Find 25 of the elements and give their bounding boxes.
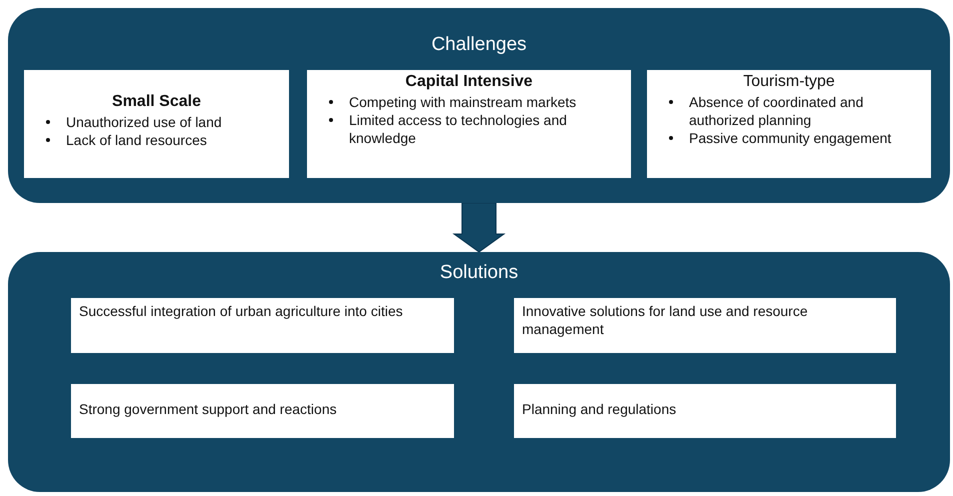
bullet-item: Absence of coordinated and authorized planning [689, 92, 923, 130]
card-text: Strong government support and reactions [79, 400, 338, 418]
card-heading: Capital Intensive [404, 72, 534, 92]
bullet-item: Limited access to technologies and knowledge [349, 110, 599, 148]
card-text: Planning and regulations [522, 400, 678, 418]
bullet-item: Lack of land resources [66, 130, 281, 150]
block-arrow [452, 202, 506, 253]
text-card [71, 298, 454, 353]
section-title: Solutions [438, 262, 520, 284]
bullet-item: Competing with mainstream markets [349, 92, 599, 111]
text-card [24, 70, 289, 178]
bullet-item: Passive community engagement [689, 129, 923, 148]
card-heading: Tourism-type [742, 72, 836, 92]
section-panel [8, 8, 950, 203]
card-heading: Small Scale [111, 92, 202, 112]
text-card [307, 70, 631, 178]
text-card [71, 384, 454, 438]
section-title: Challenges [430, 34, 528, 56]
text-card [514, 384, 896, 438]
text-card [647, 70, 931, 178]
bullet-item: Unauthorized use of land [66, 112, 281, 131]
card-text: Successful integration of urban agriculture into cities [79, 302, 404, 320]
section-panel [8, 252, 950, 492]
card-text: Innovative solutions for land use and resource management [522, 302, 809, 338]
text-card [514, 298, 896, 353]
